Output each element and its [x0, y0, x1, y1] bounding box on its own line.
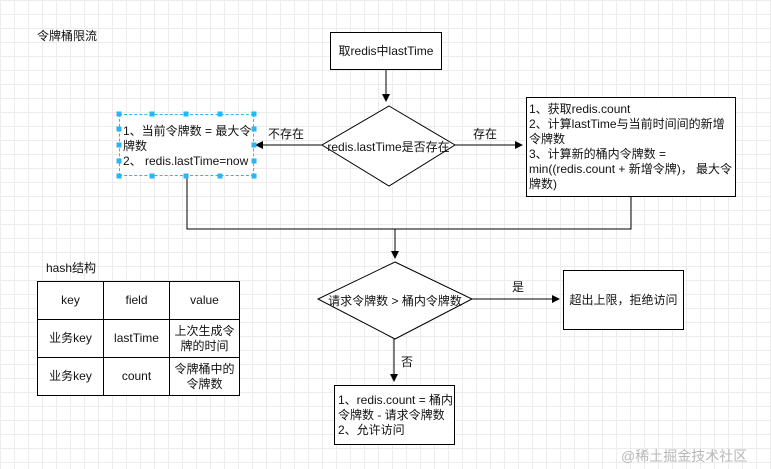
- table-cell: 令牌桶中的 令牌数: [169, 357, 240, 396]
- exists-box-line-6: 牌数): [529, 177, 557, 191]
- edge-label-yes: 是: [512, 280, 525, 294]
- resize-handle[interactable]: [183, 111, 189, 117]
- resize-handle[interactable]: [251, 158, 257, 164]
- table-cell: 业务key: [37, 357, 104, 396]
- table-cell: count: [103, 357, 170, 396]
- table-cell: lastTime: [103, 319, 170, 358]
- resize-handle[interactable]: [116, 158, 122, 164]
- edge-label-not-exists: 不存在: [268, 127, 305, 141]
- resize-handle[interactable]: [116, 142, 122, 148]
- resize-handle[interactable]: [251, 142, 257, 148]
- allow-box-line-3: 2、允许访问: [338, 423, 405, 437]
- get-last-time-label: 取redis中lastTime: [338, 43, 434, 58]
- exists-box-line-2: 2、计算lastTime与当前时间间的新增: [529, 117, 725, 131]
- allow-box-line-1: 1、redis.count = 桶内: [338, 393, 454, 407]
- init-box-line-1: 1、当前令牌数 = 最大令: [123, 124, 252, 138]
- resize-handle[interactable]: [251, 126, 257, 132]
- resize-handle[interactable]: [217, 173, 223, 179]
- edge-label-no: 否: [401, 355, 414, 369]
- init-box[interactable]: 1、当前令牌数 = 最大令 牌数 2、 redis.lastTime=now: [119, 114, 254, 176]
- init-box-line-3: 2、 redis.lastTime=now: [123, 154, 249, 168]
- decision-diamond-last-time: [321, 105, 456, 187]
- allow-box-line-2: 令牌数 - 请求令牌数: [338, 408, 445, 422]
- table-header-value: value: [169, 281, 240, 320]
- table-row: 业务key count 令牌桶中的 令牌数: [37, 357, 240, 396]
- diagram-title: 令牌桶限流: [37, 29, 98, 43]
- last-time-exists-label: redis.lastTime是否存在: [327, 140, 450, 154]
- resize-handle[interactable]: [149, 111, 155, 117]
- resize-handle[interactable]: [149, 173, 155, 179]
- compare-label: 请求令牌数 > 桶内令牌数: [328, 294, 462, 308]
- resize-handle[interactable]: [116, 111, 122, 117]
- exists-box-line-3: 令牌数: [529, 132, 566, 146]
- reject-box: 超出上限，拒绝访问: [563, 270, 684, 330]
- table-cell: 上次生成令 牌的时间: [169, 319, 240, 358]
- edge-label-exists: 存在: [473, 127, 498, 141]
- exists-box-line-5: min((redis.count + 新增令牌)， 最大令: [529, 162, 733, 176]
- hash-table: key field value 业务key lastTime 上次生成令 牌的时…: [37, 281, 240, 396]
- exists-box: 1、获取redis.count 2、计算lastTime与当前时间间的新增 令牌…: [526, 97, 736, 197]
- resize-handle[interactable]: [116, 173, 122, 179]
- resize-handle[interactable]: [217, 111, 223, 117]
- resize-handle[interactable]: [183, 173, 189, 179]
- resize-handle[interactable]: [251, 173, 257, 179]
- decision-diamond-compare: [316, 261, 474, 340]
- table-header-field: field: [103, 281, 170, 320]
- get-last-time-box: 取redis中lastTime: [330, 32, 442, 70]
- exists-box-line-1: 1、获取redis.count: [529, 102, 631, 116]
- edge-init-merge: [186, 176, 395, 230]
- init-box-line-2: 牌数: [123, 139, 148, 153]
- table-row: 业务key lastTime 上次生成令 牌的时间: [37, 319, 240, 358]
- edge-exists-merge: [395, 197, 632, 230]
- table-header-row: key field value: [37, 281, 240, 320]
- hash-title: hash结构: [46, 261, 97, 275]
- exists-box-line-4: 3、计算新的桶内令牌数 =: [529, 147, 667, 161]
- reject-label: 超出上限，拒绝访问: [569, 292, 678, 307]
- table-cell: 业务key: [37, 319, 104, 358]
- resize-handle[interactable]: [116, 126, 122, 132]
- table-header-key: key: [37, 281, 104, 320]
- watermark: @稀土掘金技术社区: [621, 448, 748, 464]
- resize-handle[interactable]: [251, 111, 257, 117]
- allow-box: 1、redis.count = 桶内 令牌数 - 请求令牌数 2、允许访问: [334, 385, 455, 445]
